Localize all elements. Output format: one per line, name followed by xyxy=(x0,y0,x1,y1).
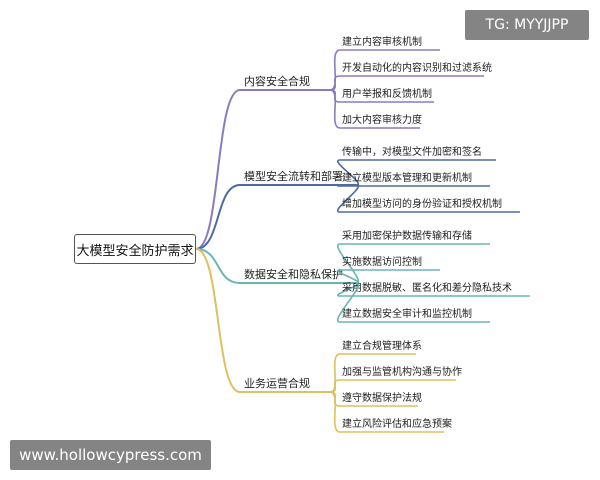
branch-label-b3[interactable]: 数据安全和隐私保护 xyxy=(244,267,343,281)
leaf-label-b4-3[interactable]: 建立风险评估和应急预案 xyxy=(342,417,452,430)
root-node[interactable]: 大模型安全防护需求 xyxy=(74,234,196,264)
leaf-label-b2-2[interactable]: 增加模型访问的身份验证和授权机制 xyxy=(342,197,502,210)
connector-root-b3 xyxy=(195,248,241,284)
leaf-label-b2-0[interactable]: 传输中，对模型文件加密和签名 xyxy=(342,145,482,158)
branch-label-b4[interactable]: 业务运营合规 xyxy=(244,376,310,390)
branch-label-b2[interactable]: 模型安全流转和部署 xyxy=(244,169,343,183)
watermark-top-text: TG: MYYJJPP xyxy=(485,17,569,33)
leaf-label-b1-1[interactable]: 开发自动化的内容识别和过滤系统 xyxy=(342,61,492,74)
leaf-label-b1-3[interactable]: 加大内容审核力度 xyxy=(342,113,422,126)
connector-root-b1 xyxy=(195,89,241,250)
connector-root-b2 xyxy=(195,184,241,250)
connector-root-b4 xyxy=(195,248,241,393)
leaf-label-b3-2[interactable]: 采用数据脱敏、匿名化和差分隐私技术 xyxy=(342,281,512,294)
leaf-label-b4-1[interactable]: 加强与监管机构沟通与协作 xyxy=(342,365,462,378)
leaf-label-b3-3[interactable]: 建立数据安全审计和监控机制 xyxy=(342,307,472,320)
leaf-label-b2-1[interactable]: 建立模型版本管理和更新机制 xyxy=(342,171,472,184)
branch-label-b1[interactable]: 内容安全合规 xyxy=(244,74,310,88)
watermark-bottom-text: www.hollowcypress.com xyxy=(19,446,202,464)
leaf-label-b3-0[interactable]: 采用加密保护数据传输和存储 xyxy=(342,229,472,242)
connector-b4-leaf-1 xyxy=(329,379,341,393)
connector-b4-leaf-3 xyxy=(329,391,341,433)
leaf-label-b4-2[interactable]: 遵守数据保护法规 xyxy=(342,391,422,404)
leaf-label-b1-0[interactable]: 建立内容审核机制 xyxy=(342,35,422,48)
leaf-label-b4-0[interactable]: 建立合规管理体系 xyxy=(342,339,422,352)
connector-b1-leaf-3 xyxy=(329,89,341,129)
watermark-bottom: www.hollowcypress.com xyxy=(10,440,211,470)
watermark-top: TG: MYYJJPP xyxy=(465,10,589,40)
connector-b1-leaf-1 xyxy=(329,75,341,91)
leaf-label-b1-2[interactable]: 用户举报和反馈机制 xyxy=(342,87,432,100)
connector-b3-leaf-3 xyxy=(336,282,360,323)
connector-b2-leaf-2 xyxy=(336,184,360,213)
leaf-label-b3-1[interactable]: 实施数据访问控制 xyxy=(342,255,422,268)
root-node-label: 大模型安全防护需求 xyxy=(76,243,194,259)
